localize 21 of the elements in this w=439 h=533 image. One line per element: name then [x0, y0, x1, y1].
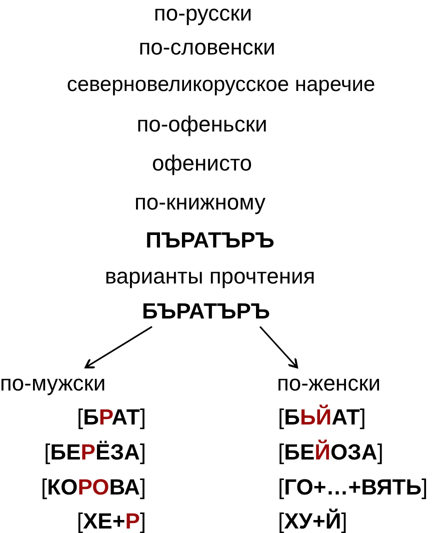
word-label: БЪРАТЪРЪ: [142, 298, 270, 324]
text-line: варианты прочтения: [104, 263, 316, 289]
text-line: офенисто: [152, 150, 252, 176]
word-transcription: [ХЕ+Р]: [76, 508, 146, 533]
text-line: по-офеньски: [136, 111, 268, 137]
word-transcription: [ГО+…+ВЯТЬ]: [278, 474, 428, 500]
word-transcription: [ХУ+Й]: [278, 508, 348, 533]
text-line: по-книжному: [134, 189, 266, 215]
word-transcription: [БЕРЁЗА]: [44, 439, 146, 465]
arrow: [84, 326, 152, 368]
word-label: по-женски: [277, 370, 380, 396]
text-line: по-русски: [154, 0, 252, 26]
word-label: по-мужски: [0, 370, 106, 396]
word-transcription: [БЕЙОЗА]: [278, 439, 384, 465]
text-line: по-словенски: [138, 34, 276, 60]
arrow: [259, 326, 298, 368]
word-transcription: [КОРОВА]: [41, 474, 146, 500]
text-line: ПЪРАТЪРЪ: [146, 227, 274, 253]
text-line: северновеликорусское наречие: [66, 72, 376, 98]
word-transcription: [БЬЙАТ]: [278, 404, 366, 430]
word-transcription: [БРАТ]: [76, 404, 146, 430]
